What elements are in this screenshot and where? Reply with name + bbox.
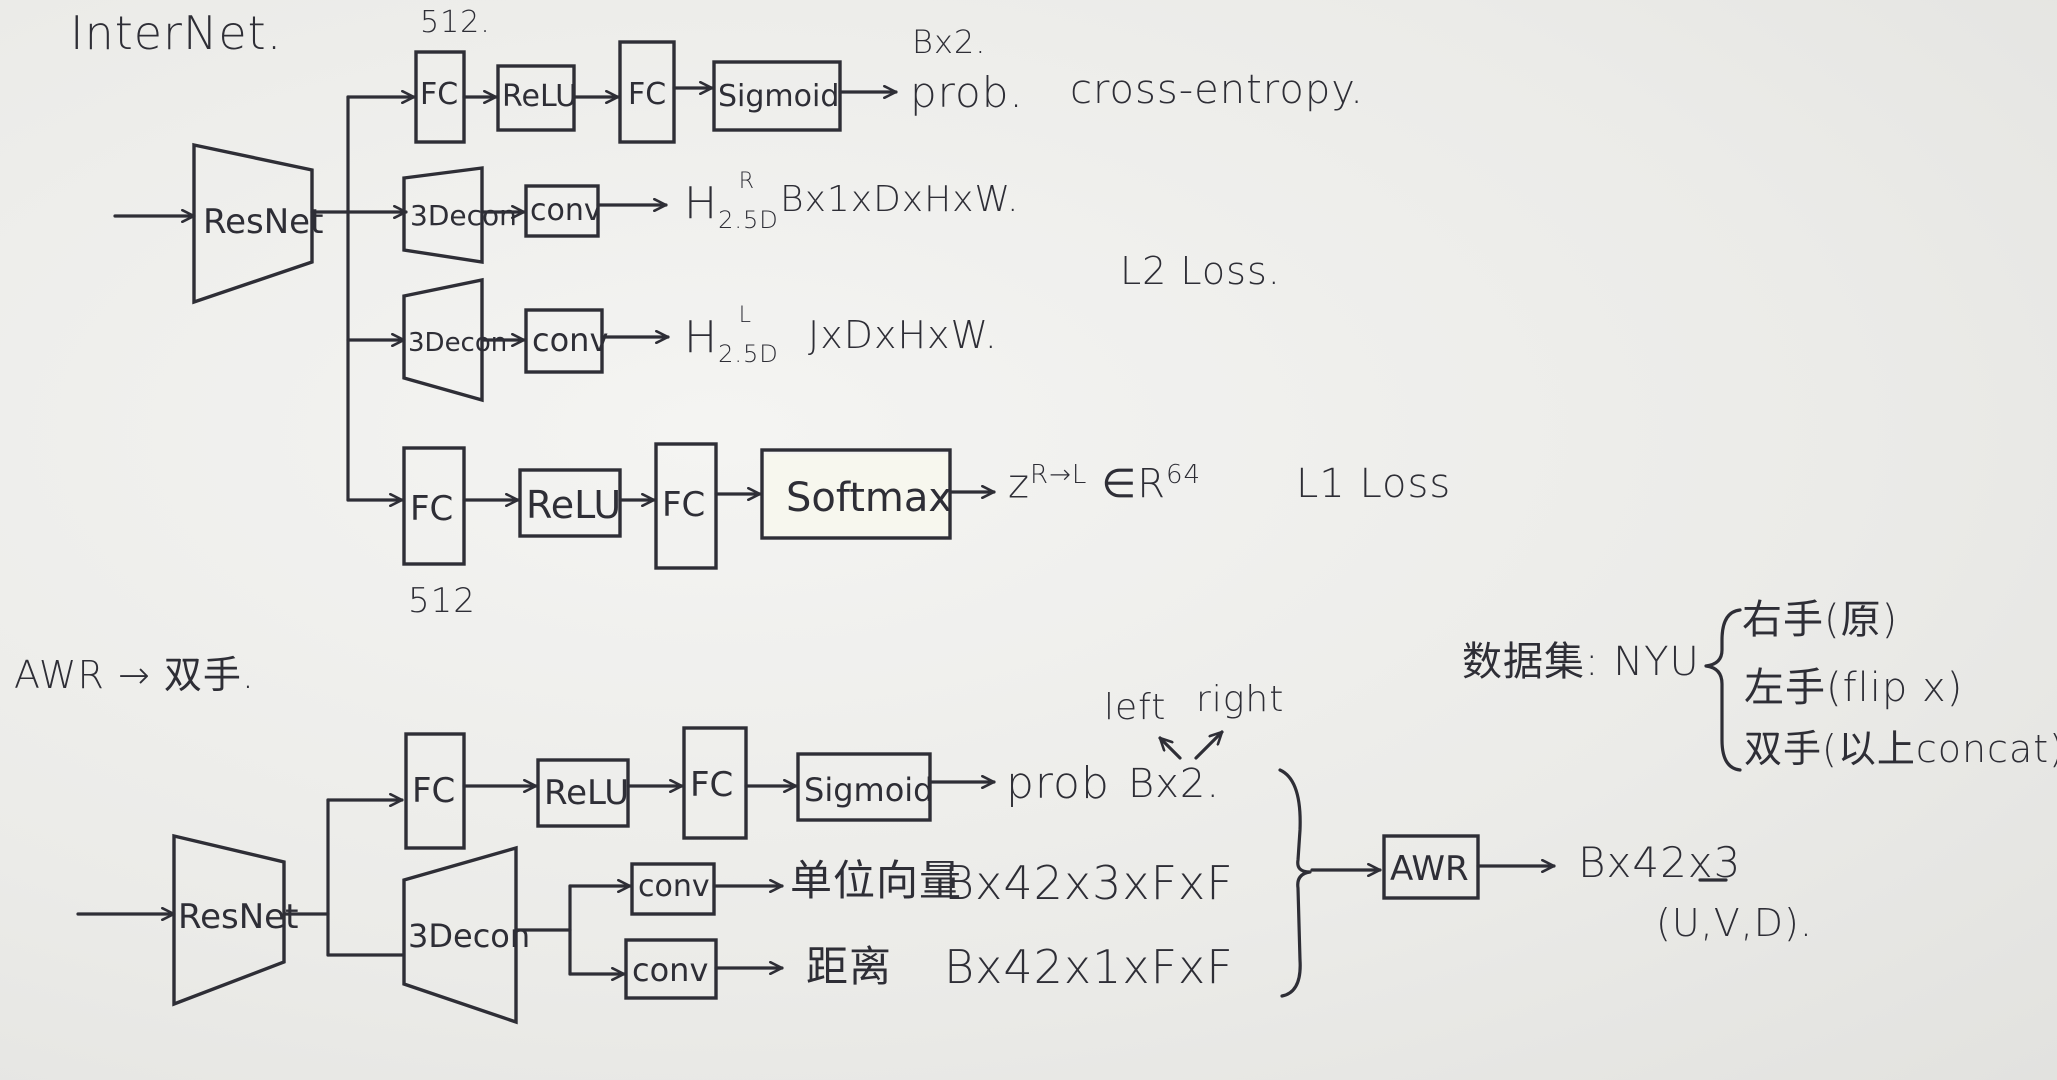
left-pointer-arrow [1160, 738, 1182, 760]
l2-loss-label: L2 Loss. [1120, 249, 1281, 293]
b2-decon-label: 3Decon [410, 199, 517, 232]
fc-dim-top: 512. [420, 5, 491, 40]
b1-fc2-label: FC [628, 77, 667, 112]
awr-shape2-label: Bx42x1xFxF [944, 940, 1234, 994]
b1-fc2-box [618, 40, 676, 144]
b3-conv-label: conv [532, 321, 609, 359]
resnet-label-bottom: ResNet [178, 897, 299, 937]
b4-out-label: zR→L∈R64 [1008, 460, 1202, 508]
dataset-item-right: 右手(原) [1742, 597, 1899, 643]
b1-sigmoid-label: Sigmoid [718, 79, 840, 114]
right-pointer-arrow [1194, 732, 1222, 760]
awr-merge-brace [1278, 768, 1312, 998]
awr-fc1-label: FC [412, 771, 456, 811]
dataset-item-both: 双手(以上concat) [1744, 727, 2057, 771]
awr-conv1-box [630, 862, 716, 916]
awr-fc2-label: FC [690, 765, 734, 805]
b3-shape-label: JxDxHxW. [808, 313, 998, 357]
b3-out-label: H2.5DL [684, 303, 779, 368]
left-label: left [1104, 687, 1167, 728]
b3-decon-label: 3Decon [408, 328, 508, 358]
b1-relu-label: ReLU [502, 79, 578, 114]
dataset-label: 数据集: NYU [1462, 639, 1700, 685]
awr-final-shape: Bx42x3 [1578, 838, 1742, 887]
b1-prob-label: prob. [910, 68, 1024, 117]
awr-shape1-label: Bx42x3xFxF [944, 856, 1234, 910]
awr-fc1-box [404, 732, 466, 850]
right-label: right [1196, 679, 1285, 720]
b4-softmax-box [760, 448, 952, 540]
resnet-block-bottom [172, 833, 286, 1007]
awr-fc2-box [682, 726, 748, 840]
b2-conv-box [524, 184, 600, 238]
b2-decon-block [402, 166, 484, 264]
awr-prob-shape: Bx2. [1128, 761, 1221, 807]
awr-prob-label: prob [1006, 758, 1110, 809]
dataset-item-left: 左手(flip x) [1744, 665, 1964, 711]
b3-decon-block [402, 277, 484, 403]
l1-loss-label: L1 Loss [1296, 461, 1452, 507]
b4-relu-label: ReLU [526, 483, 622, 527]
awr-sigmoid-box [796, 752, 932, 822]
b2-conv-label: conv [530, 193, 602, 228]
b4-fc2-box [654, 442, 718, 570]
b4-softmax-shade [764, 454, 950, 536]
b4-relu-box [518, 468, 622, 538]
awr-decon-label: 3Decon [408, 917, 531, 955]
b4-fc2-label: FC [662, 485, 706, 525]
b1-shape-label: Bx2. [912, 23, 987, 61]
b3-conv-box [524, 308, 604, 374]
b1-fc1-label: FC [420, 77, 459, 112]
awr-out1-label: 单位向量 [790, 856, 963, 905]
awr-final-coords: (U,V,D). [1656, 901, 1813, 945]
awr-section-title: AWR → 双手. [14, 653, 255, 697]
page-title: InterNet. [70, 6, 283, 60]
b4-fc1-label: FC [410, 489, 454, 529]
b2-shape-label: Bx1xDxHxW. [780, 179, 1020, 220]
b2-out-label: H2.5DR [684, 169, 779, 234]
awr-sigmoid-label: Sigmoid [804, 771, 934, 809]
awr-out2-label: 距离 [806, 942, 893, 991]
b4-fc1-box [402, 446, 466, 566]
b1-sigmoid-box [712, 60, 842, 132]
b1-loss-label: cross-entropy. [1070, 67, 1364, 113]
resnet-label-top: ResNet [203, 202, 324, 242]
awr-relu-box [536, 758, 630, 828]
awr-decon-block [402, 845, 518, 1025]
dataset-brace [1704, 608, 1742, 772]
resnet-block-top [192, 142, 314, 305]
awr-box-label: AWR [1390, 849, 1469, 889]
b4-softmax-label: Softmax [786, 475, 953, 521]
awr-conv1-label: conv [638, 869, 710, 904]
awr-conv2-label: conv [632, 951, 709, 989]
fc-dim-bottom: 512 [408, 581, 476, 621]
awr-relu-label: ReLU [544, 773, 630, 813]
